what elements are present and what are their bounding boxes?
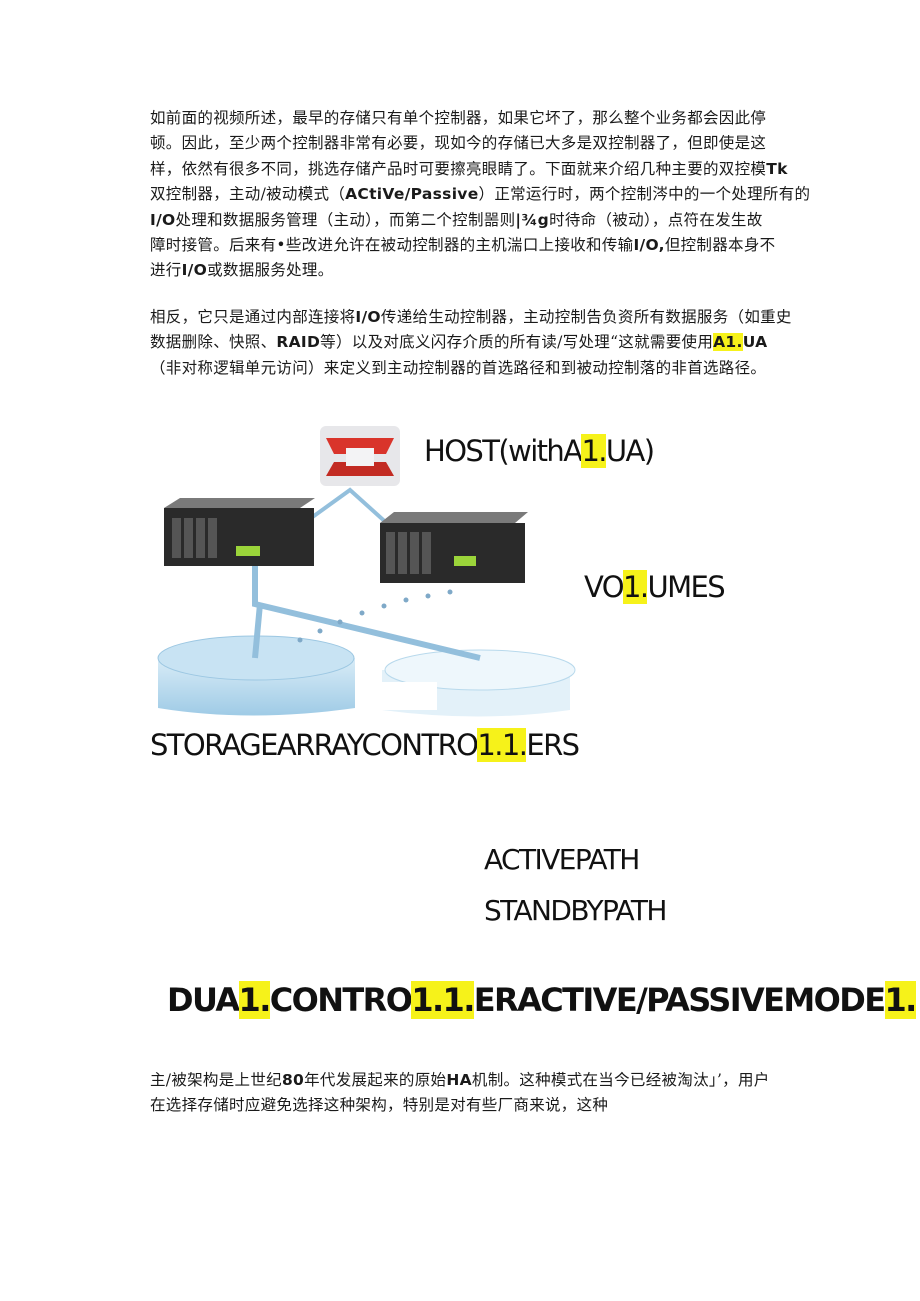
text-line: 在选择存储时应避免选择这种架构，特别是对有些厂商来说，这种 (150, 1093, 840, 1118)
text-run: I/O (150, 211, 176, 229)
text-line: 进行I/O或数据服务处理。 (150, 258, 840, 283)
text-run: STORAGEARRAYCONTRO (150, 728, 477, 762)
highlighted-text: 1. (581, 434, 605, 468)
text-run: 如前面的视频所述，最早的存储只有单个控制器，如果它坏了，那么整个业务都会因此停 (150, 109, 766, 127)
text-run: 进行 (150, 261, 182, 279)
text-run: 样，依然有很多不同，挑选存储产品时可要擦亮眼睛了。下面就来介绍几种主要的双控模 (150, 160, 766, 178)
highlighted-text: 1.1. (477, 728, 526, 762)
controller-left-icon (164, 498, 315, 566)
text-run: HA (446, 1071, 472, 1089)
text-run: 顿。因此，至少两个控制器非常有必要，现如今的存储已大多是双控制器了，但即使是这 (150, 134, 766, 152)
highlighted-text: A1. (713, 333, 743, 351)
text-run: 等）以及对底义闪存介质的所有读/写处理“这就需要使用 (320, 333, 713, 351)
text-line: 如前面的视频所述，最早的存储只有单个控制器，如果它坏了，那么整个业务都会因此停 (150, 106, 840, 131)
text-line: I/O处理和数据服务管理（主动），而第二个控制噐则|¾g时待命（被动），点符在发… (150, 208, 840, 233)
text-line: 障时接管。后来有•些改进允许在被动控制器的主机湍口上接收和传输I/O,但控制器本… (150, 233, 840, 258)
text-run: ）正常运行时，两个控制涔中的一个处理所有的 (479, 185, 811, 203)
text-run: 传递给生动控制器，主动控制告负资所有数据服务（如重史 (381, 308, 792, 326)
text-line: 相反，它只是通过内部连接将I/O传递给生动控制器，主动控制告负资所有数据服务（如… (150, 305, 840, 330)
text-line: 顿。因此，至少两个控制器非常有必要，现如今的存储已大多是双控制器了，但即使是这 (150, 131, 840, 156)
text-run: UA) (606, 434, 654, 468)
highlighted-text: 1. (623, 570, 647, 604)
text-line: 数据删除、快照、RAID等）以及对底义闪存介质的所有读/写处理“这就需要使用A1… (150, 330, 840, 355)
text-run: ERS (526, 728, 578, 762)
text-line: 样，依然有很多不同，挑选存储产品时可要擦亮眼睛了。下面就来介绍几种主要的双控模T… (150, 157, 840, 182)
host-label: HOST(withA1.UA) (424, 434, 654, 468)
volumes-label: VO1.UMES (584, 570, 724, 604)
legacy-paragraph: 主/被架构是上世纪80年代发展起来的原始HA机制。这种模式在当今已经被淘汰」’，… (150, 1068, 840, 1119)
text-run: 障时接管。后来有•些改进允许在被动控制器的主机湍口上接收和传输 (150, 236, 633, 254)
host-icon (320, 426, 400, 486)
text-run: Tk (766, 160, 787, 178)
controllers-label: STORAGEARRAYCONTRO1.1.ERS (150, 728, 578, 762)
text-run: 主/被架构是上世纪 (150, 1071, 282, 1089)
highlighted-text: 1. (239, 981, 270, 1019)
text-run: 年代发展起来的原始 (304, 1071, 446, 1089)
text-run: 但控制器本身不 (665, 236, 776, 254)
text-run: UMES (647, 570, 724, 604)
text-run: 80 (282, 1071, 304, 1089)
highlighted-text: 1.1. (411, 981, 473, 1019)
text-line: 主/被架构是上世纪80年代发展起来的原始HA机制。这种模式在当今已经被淘汰」’，… (150, 1068, 840, 1093)
text-line: 双控制器，主动/被动模式（ACtiVe/Passive）正常运行时，两个控制涔中… (150, 182, 840, 207)
text-run: 双控制器，主动/被动模式（ (150, 185, 345, 203)
text-run: 处理和数据服务管理（主动），而第二个控制噐则 (176, 211, 516, 229)
text-run: UA (743, 333, 768, 351)
text-run: ACtiVe/Passive (345, 185, 478, 203)
text-run: |¾g (515, 211, 549, 229)
standby-path-label: STANDBYPATH (484, 894, 666, 927)
diagram-caption: DUA1.CONTRO1.1.ERACTIVE/PASSIVEMODE1. (167, 981, 916, 1019)
text-run: 或数据服务处理。 (207, 261, 333, 279)
text-run: 时待命（被动），点符在发生故 (549, 211, 762, 229)
text-run: DUA (167, 981, 239, 1019)
text-run: I/O, (633, 236, 664, 254)
text-run: 相反，它只是通过内部连接将 (150, 308, 355, 326)
text-run: I/O (182, 261, 208, 279)
highlighted-text: 1. (885, 981, 916, 1019)
text-run: VO (584, 570, 623, 604)
controller-right-icon (380, 512, 528, 583)
alua-paragraph: 相反，它只是通过内部连接将I/O传递给生动控制器，主动控制告负资所有数据服务（如… (150, 305, 840, 381)
intro-paragraph: 如前面的视频所述，最早的存储只有单个控制器，如果它坏了，那么整个业务都会因此停 … (150, 106, 840, 284)
text-run: 机制。这种模式在当今已经被淘汰」’，用户 (472, 1071, 770, 1089)
text-run: CONTRO (270, 981, 412, 1019)
text-run: I/O (355, 308, 381, 326)
text-run: HOST(withA (424, 434, 581, 468)
active-path-label: ACTIVEPATH (484, 843, 639, 876)
text-run: （非对称逻辑单元访问）来定义到主动控制器的首选路径和到被动控制落的非首选路径。 (150, 359, 766, 377)
text-line: （非对称逻辑单元访问）来定义到主动控制器的首选路径和到被动控制落的非首选路径。 (150, 356, 840, 381)
text-run: ERACTIVE/PASSIVEMODE (474, 981, 885, 1019)
text-run: 数据删除、快照、 (150, 333, 276, 351)
text-run: 在选择存储时应避免选择这种架构，特别是对有些厂商来说，这种 (150, 1096, 608, 1114)
text-run: RAID (276, 333, 320, 351)
